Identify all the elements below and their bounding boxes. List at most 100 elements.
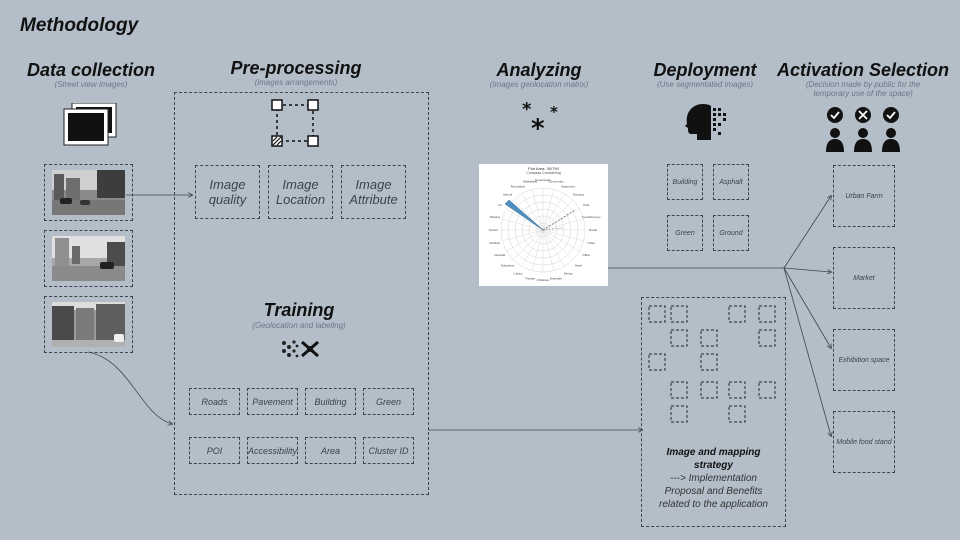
polar-label: Theater [525, 276, 535, 280]
ai-head-icon [685, 104, 726, 140]
polar-label: Hospital [494, 253, 505, 257]
polar-spoke [542, 229, 580, 252]
page-title: Methodology [20, 15, 139, 36]
polar-plot-title: Plot Area: 30/790 [528, 166, 559, 171]
polar-spoke [531, 229, 544, 271]
activation-title: Activation Selection [776, 60, 950, 80]
strategy-body-line2: Proposal and Benefits [664, 486, 763, 497]
preprocessing-subtitle: (images arrangements) [254, 78, 338, 87]
strategy-body-line1: ---> Implementation [670, 473, 757, 484]
polar-label: Childcare [537, 278, 550, 282]
polar-dashed-line-2 [542, 227, 564, 231]
polar-spoke [542, 189, 555, 231]
arrow-to-market [783, 267, 831, 272]
arrow-to-urban-farm [783, 196, 831, 269]
strategy-body-line3: related to the application [659, 499, 768, 510]
label-accessibility: Accessibility [247, 437, 298, 464]
photo-stack-icon [63, 103, 117, 146]
polar-label: School [503, 193, 513, 197]
strategy-title-line2: strategy [694, 460, 733, 471]
polar-label: Art [498, 203, 502, 207]
deployment-subtitle: (Use segmentated images) [656, 80, 754, 89]
street-view-image-3 [52, 302, 125, 347]
preprocessing-title: Pre-processing [230, 58, 362, 78]
label-building: Building [305, 388, 356, 415]
arrow-to-food-stand [783, 267, 831, 436]
polar-dashed-line [542, 209, 576, 231]
option-mobile-food-stand: Mobile food stand [833, 411, 895, 473]
polar-plot: GreenspaceCommunityApartmentHousingParkF… [488, 178, 601, 282]
activation-subtitle-line2: temporary use of the space) [813, 89, 913, 98]
polar-label: Office [582, 253, 590, 257]
segment-green: Green [667, 215, 703, 251]
polar-label: Transit [488, 228, 497, 232]
polar-spoke [542, 200, 573, 231]
street-image-frame-1 [44, 164, 133, 221]
image-attribute-box: Image Attribute [341, 165, 406, 219]
polar-spoke [502, 229, 544, 242]
street-view-image-2 [52, 236, 125, 281]
polar-spoke [513, 229, 544, 260]
preprocessing-container [174, 92, 429, 495]
data-collection-subtitle: (Street view images) [54, 80, 128, 89]
data-collection-title: Data collection [26, 60, 156, 80]
polar-label: Park [583, 203, 590, 207]
polar-spoke [542, 193, 565, 231]
polar-label: Recreation [511, 185, 526, 189]
segment-ground: Ground [713, 215, 749, 251]
polar-label: Community [548, 180, 564, 184]
polar-spoke [542, 218, 584, 231]
image-quality-box: Image quality [195, 165, 260, 219]
polar-spoke [506, 229, 544, 252]
polar-spoke [542, 229, 555, 271]
svg-text:*: * [550, 103, 558, 121]
polar-label: Retail [589, 228, 597, 232]
label-pavement: Pavement [247, 388, 298, 415]
polar-spoke [521, 229, 544, 267]
arrow-collection-to-training [87, 351, 172, 424]
training-subtitle: (Geolocation and labeling) [252, 321, 346, 330]
polar-label: Library [513, 271, 523, 275]
selection-frame-icon [271, 99, 319, 147]
strategy-container [641, 297, 786, 527]
analyzing-subtitle: (Images geolocation matrix) [489, 80, 589, 89]
polar-label: Parking [490, 215, 501, 219]
polar-spoke [502, 218, 544, 231]
polar-label: Entertain [550, 276, 562, 280]
polar-label: Housing [573, 193, 584, 197]
svg-text:*: * [522, 99, 532, 120]
people-vote-icon [826, 107, 900, 152]
polar-plot-subtitle: Compass Considering [526, 171, 561, 175]
polar-spoke [531, 189, 544, 231]
polar-spoke [513, 200, 544, 231]
label-roads: Roads [189, 388, 240, 415]
street-view-image-1 [52, 170, 125, 215]
polar-label: Education [501, 263, 515, 267]
polar-label: Greenspace [535, 178, 552, 182]
asterisks-icon: * * * [522, 99, 558, 138]
label-poi: POI [189, 437, 240, 464]
segment-asphalt: Asphalt [713, 164, 749, 200]
polar-label: Food/Grocery [582, 215, 601, 219]
network-icon [282, 340, 319, 358]
segment-building: Building [667, 164, 703, 200]
polar-label: Dining [564, 271, 573, 275]
strategy-text: Image and mapping strategy ---> Implemen… [641, 446, 786, 511]
polar-label: Walkability [523, 180, 538, 184]
polar-spoke [542, 229, 565, 267]
polar-label: Medical [490, 241, 501, 245]
street-image-frame-3 [44, 296, 133, 353]
polar-spoke [506, 208, 544, 231]
polar-spoke [542, 229, 573, 260]
image-location-box: Image Location [268, 165, 333, 219]
option-exhibition-space: Exhibition space [833, 329, 895, 391]
strategy-title-line1: Image and mapping [666, 447, 761, 458]
arrow-to-exhibition [783, 267, 831, 348]
polar-label: Other [588, 241, 596, 245]
option-market: Market [833, 247, 895, 309]
deployment-title: Deployment [653, 60, 757, 80]
label-green: Green [363, 388, 414, 415]
polar-spoke [542, 208, 580, 231]
svg-text:*: * [531, 114, 545, 138]
